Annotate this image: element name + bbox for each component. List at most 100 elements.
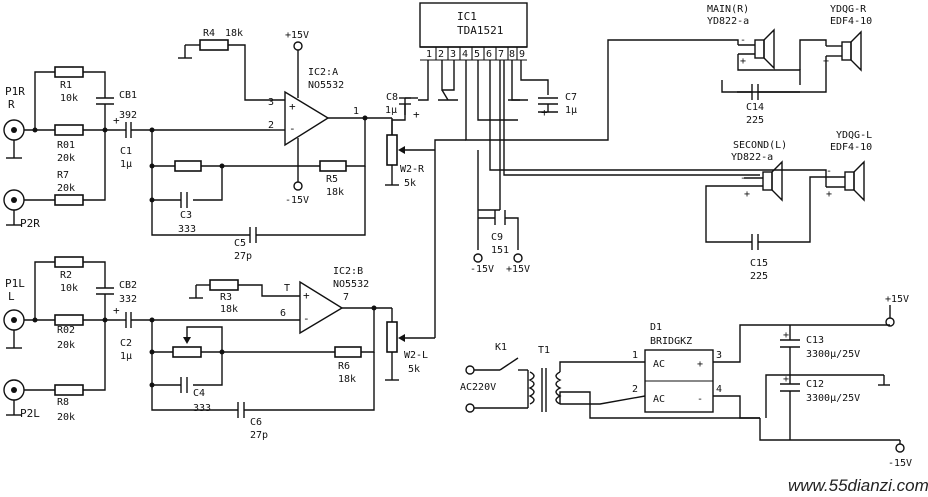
ic2a-neg-supply: -15V	[285, 195, 309, 206]
main-r-plus: +	[740, 56, 746, 67]
r2-name: R2	[60, 270, 72, 281]
bridge-pin1: 1	[632, 350, 638, 361]
r02-value: 20k	[57, 340, 75, 351]
ic1-pin-7: 7	[498, 49, 504, 60]
ydqg-l-model: EDF4-10	[830, 142, 872, 153]
c4-name: C4	[193, 388, 205, 399]
r01-value: 20k	[57, 153, 75, 164]
second-l-model: YD822-a	[731, 152, 773, 163]
ic2b-pin7: 7	[343, 292, 349, 303]
d1-label: D1	[650, 322, 662, 333]
t-label: T	[284, 283, 290, 294]
c12-name: C12	[806, 379, 824, 390]
c12-plus: +	[783, 374, 789, 385]
ydqg-l-minus: -	[826, 166, 832, 177]
r8-value: 20k	[57, 412, 75, 423]
ic2a-plus: +	[289, 100, 296, 113]
ic2a-minus: -	[289, 122, 296, 135]
p1l-l-label: L	[8, 290, 15, 303]
ydqg-l-plus: +	[826, 189, 832, 200]
cb1-value: 392	[119, 110, 137, 121]
p1r-r-label: R	[8, 98, 15, 111]
second-l-title: SECOND(L)	[733, 140, 787, 151]
c15-value: 225	[750, 271, 768, 282]
r8-name: R8	[57, 397, 69, 408]
r7-value: 20k	[57, 183, 75, 194]
c9-pos-supply: +15V	[506, 264, 530, 275]
c6-name: C6	[250, 417, 262, 428]
r3-name: R3	[220, 292, 232, 303]
speaker-ydqg-l: YDQG-L EDF4-10 - +	[758, 130, 872, 243]
ic2a-pin3: 3	[268, 97, 274, 108]
ic2b-plus: +	[303, 289, 310, 302]
c15-name: C15	[750, 258, 768, 269]
c15: C15 225	[750, 234, 768, 282]
ic2a-name: IC2:A	[308, 67, 338, 78]
c7-name: C7	[565, 92, 577, 103]
bridge-ac1: AC	[653, 359, 665, 370]
input-p2l: P2L	[3, 379, 55, 420]
p2r-label: P2R	[20, 217, 40, 230]
r1-value: 10k	[60, 93, 78, 104]
input-p1r: P1R R	[3, 85, 55, 159]
p2l-label: P2L	[20, 407, 40, 420]
ic1-name: IC1	[457, 10, 477, 23]
w2l-value: 5k	[408, 364, 420, 375]
ic2b-pin6: 6	[280, 308, 286, 319]
r6-name: R6	[338, 361, 350, 372]
c2-value: 1μ	[120, 351, 132, 362]
r-channel-feedback: C3 333 R5 18k C5 27p	[149, 118, 366, 262]
second-l-minus: -	[740, 173, 746, 184]
ic2a-opamp: + - 3 2 1 IC2:A NO5532 +15V -15V	[268, 30, 392, 206]
input-p2r: P2R	[3, 189, 55, 230]
c9: C9 151 -15V +15V	[470, 150, 530, 275]
c1-value: 1μ	[120, 159, 132, 170]
r4: R4 18k	[178, 28, 285, 101]
c9-value: 151	[491, 245, 509, 256]
r02-name: R02	[57, 325, 75, 336]
pos-supply-out: +15V	[885, 294, 909, 305]
c7-plus: +	[541, 106, 548, 119]
speaker-ydqg-r: YDQG-R EDF4-10 +	[737, 4, 872, 93]
ic2b-name: IC2:B	[333, 266, 363, 277]
bridge-minus: -	[697, 394, 703, 405]
r5-value: 18k	[326, 187, 344, 198]
r1-name: R1	[60, 80, 72, 91]
ic1-pin-8: 8	[509, 49, 515, 60]
c8: C8 1μ +	[385, 92, 420, 135]
c8-name: C8	[386, 92, 398, 103]
ic1-tda1521: IC1 TDA1521 1 2 3 4 5 6 7 8 9	[419, 2, 528, 61]
r4-name: R4	[203, 28, 215, 39]
speaker-main-r: MAIN(R) YD822-a - +	[705, 4, 801, 85]
w2l-name: W2-L	[404, 350, 428, 361]
c2-plus: +	[113, 304, 120, 317]
ic2a-part: NO5532	[308, 80, 344, 91]
ic2b-minus: -	[303, 312, 310, 325]
second-l-plus: +	[744, 189, 750, 200]
ic2a-pin1: 1	[353, 106, 359, 117]
cb2-value: 332	[119, 294, 137, 305]
cb2-name: CB2	[119, 280, 137, 291]
w2r-pot: W2-R 5k	[385, 118, 466, 189]
ic1-pin-5: 5	[474, 49, 480, 60]
ic2b-opamp: + - 6 7 IC2:B NO5532	[280, 266, 392, 335]
c5-value: 27p	[234, 251, 252, 262]
r2-value: 10k	[60, 283, 78, 294]
ic1-pin-1: 1	[426, 49, 432, 60]
main-r-title: MAIN(R)	[707, 4, 749, 15]
ic1-part: TDA1521	[457, 24, 503, 37]
r5-name: R5	[326, 174, 338, 185]
r01-name: R01	[57, 140, 75, 151]
bridge-pin2: 2	[632, 384, 638, 395]
ic2b-part: NO5532	[333, 279, 369, 290]
c9-name: C9	[491, 232, 503, 243]
ic1-pin-9: 9	[519, 49, 525, 60]
w2r-name: W2-R	[400, 164, 425, 175]
r4-value: 18k	[225, 28, 243, 39]
bridge-plus: +	[697, 359, 703, 370]
input-p1l: P1L L	[3, 277, 55, 349]
r3: R3 18k T	[189, 279, 300, 315]
c13-name: C13	[806, 335, 824, 346]
ic1-wiring	[418, 39, 800, 210]
c14-name: C14	[746, 102, 764, 113]
